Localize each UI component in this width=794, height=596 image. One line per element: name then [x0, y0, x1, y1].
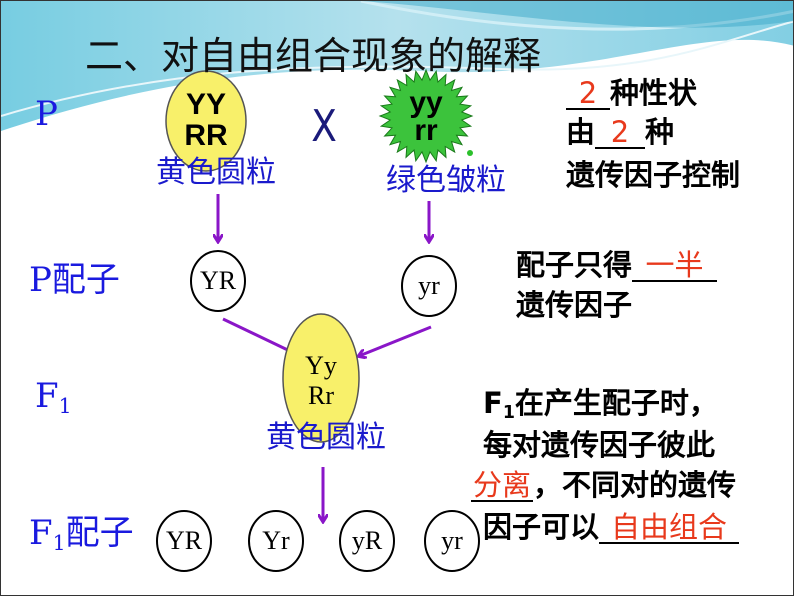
note-f1-line3: 分离，不同对的遗传: [471, 468, 737, 502]
row-label-f1: F1: [35, 376, 72, 419]
f1-yellow-pea: [282, 313, 360, 443]
gamete-label: Yr: [262, 526, 290, 555]
gamete-label: YR: [199, 266, 237, 295]
note-gamete-half: 配子只得一半: [516, 251, 718, 282]
gamete-circle: [156, 510, 212, 572]
gamete-circle: [424, 510, 480, 572]
yellow-pea-parent: [165, 70, 247, 172]
gamete-circle: [339, 510, 395, 572]
yellow-phenotype: 黄色圆粒: [156, 155, 276, 190]
green-phenotype: 绿色皱粒: [386, 163, 506, 198]
gamete-circle: [401, 255, 457, 317]
arrow: [222, 317, 294, 353]
note-f1-line1: F1在产生配子时，: [483, 386, 718, 424]
arrow: [359, 325, 432, 356]
row-label-p: P: [35, 94, 58, 134]
row-label-p-gamete: P配子: [29, 260, 120, 300]
note-gamete-factor: 遗传因子: [516, 288, 633, 322]
note-f1-line2: 每对遗传因子彼此: [483, 428, 716, 462]
row-label-f1-gamete: F1配子: [29, 513, 134, 556]
note-f1-line4: 因子可以自由组合: [483, 513, 740, 544]
gamete-label: yr: [441, 526, 463, 555]
slide-title: 二、对自由组合现象的解释: [85, 34, 542, 78]
gamete-label: yr: [418, 271, 440, 300]
cross-symbol: X: [311, 101, 337, 152]
gamete-label: yR: [351, 526, 383, 555]
f1-phenotype: 黄色圆粒: [266, 420, 386, 455]
dot: [467, 150, 473, 156]
gamete-circle: [190, 250, 246, 312]
gamete-label: YR: [165, 526, 203, 555]
note-control: 遗传因子控制: [566, 158, 741, 192]
gamete-circle: [248, 510, 304, 572]
green-wrinkled-pea-parent: [378, 68, 474, 164]
